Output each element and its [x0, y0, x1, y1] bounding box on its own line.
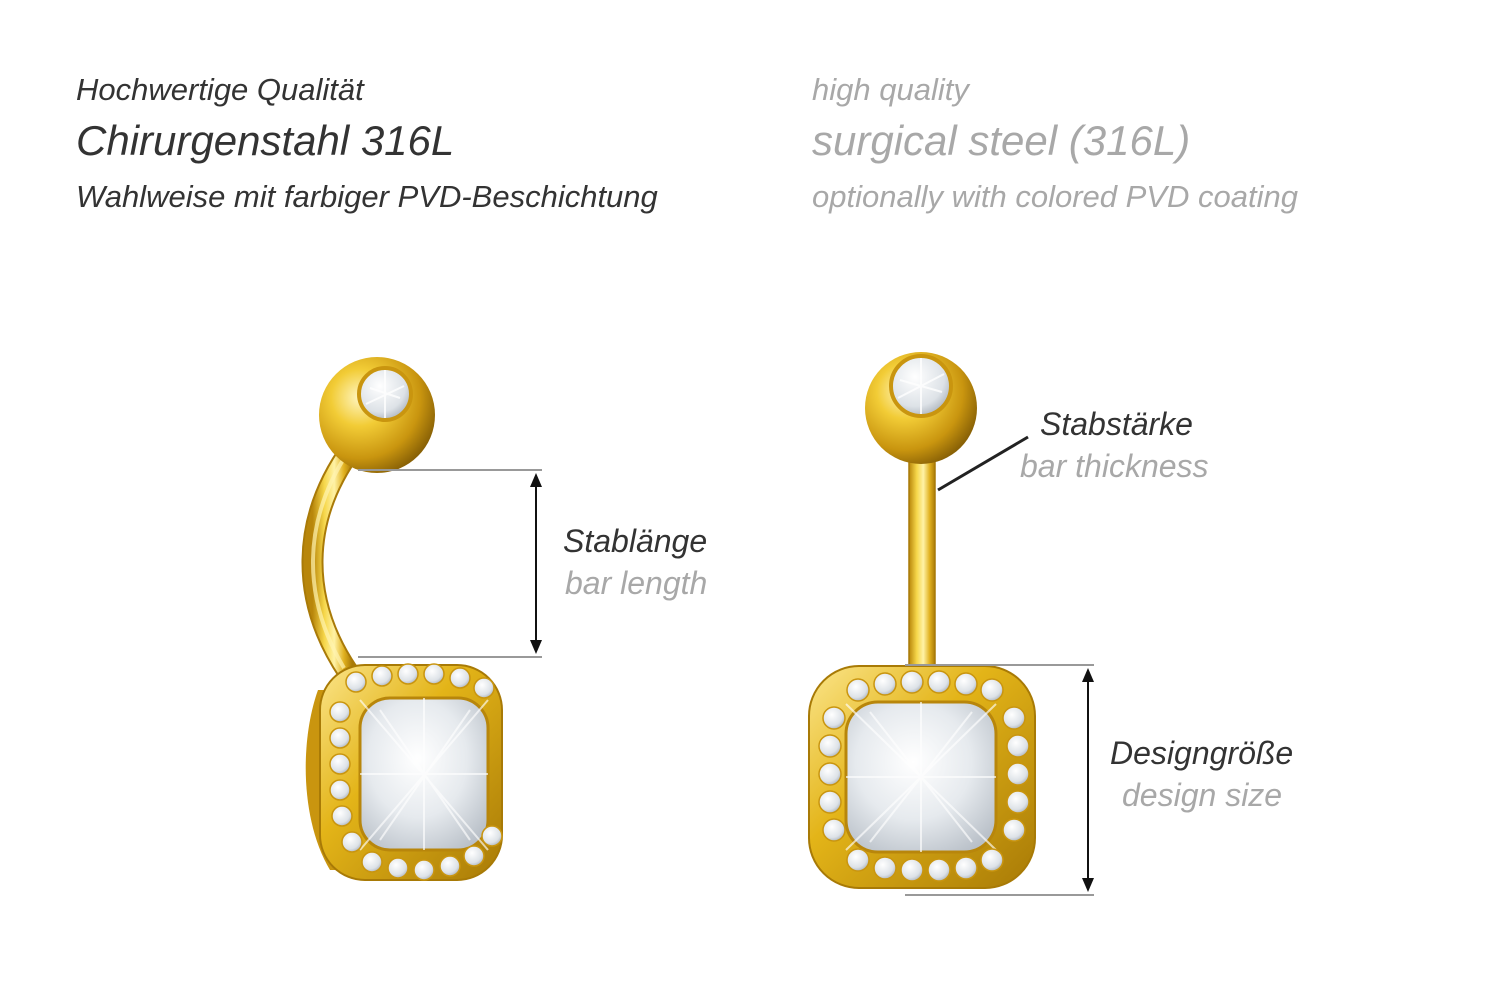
bar-thickness-pointer: [937, 435, 1029, 492]
design-size-label-en: design size: [1122, 777, 1283, 813]
straight-bar: [908, 451, 936, 675]
header-en-line3: optionally with colored PVD coating: [812, 179, 1298, 214]
header-de-line1: Hochwertige Qualität: [76, 72, 364, 107]
curved-piercing-illustration: [301, 357, 503, 881]
halo-stones-right: [818, 670, 1030, 882]
design-size-measure: [905, 664, 1094, 896]
bar-thickness-label-en: bar thickness: [1020, 448, 1209, 484]
bar-length-label-en: bar length: [565, 565, 708, 601]
bar-length-label-de: Stablänge: [563, 523, 708, 559]
header-en-line1: high quality: [812, 72, 969, 107]
bar-length-measure: [358, 469, 542, 658]
halo-stones-left: [329, 663, 503, 881]
header-en-line2: surgical steel (316L): [812, 117, 1191, 164]
design-size-label-de: Designgröße: [1110, 735, 1294, 771]
straight-piercing-illustration: [808, 352, 1036, 889]
bar-thickness-label-de: Stabstärke: [1040, 406, 1193, 442]
header-de-line2: Chirurgenstahl 316L: [76, 117, 455, 164]
header-de-line3: Wahlweise mit farbiger PVD-Beschichtung: [76, 179, 658, 214]
